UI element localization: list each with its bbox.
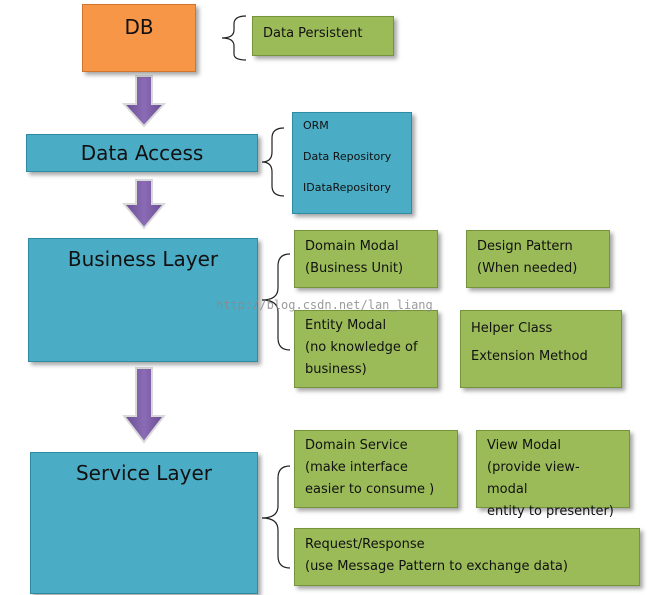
list-item: IDataRepository [303, 181, 391, 194]
db-label: DB [124, 15, 154, 39]
curly-brace [221, 15, 247, 61]
design-pattern-subtitle: (When needed) [477, 261, 578, 276]
watermark: http://blog.csdn.net/lan_liang [216, 298, 433, 312]
view-modal-note: View Modal (provide view-modal entity to… [476, 430, 630, 519]
business-layer-label: Business Layer [67, 247, 219, 271]
down-arrow [121, 367, 167, 444]
curly-brace [261, 253, 291, 351]
db-box: DB [82, 4, 196, 72]
domain-modal-subtitle: (Business Unit) [305, 261, 404, 276]
domain-service-note: Domain Service (make interface easier to… [294, 430, 458, 508]
data-access-items: ORM Data Repository IDataRepository [292, 112, 412, 214]
data-access-label: Data Access [80, 141, 204, 165]
list-item: Data Repository [303, 150, 392, 163]
request-response-note: Request/Response (use Message Pattern to… [294, 528, 640, 586]
view-modal-line-2: (provide view-modal [487, 460, 580, 497]
domain-service-line-2: (make interface [305, 460, 408, 475]
service-layer-box: Service Layer [30, 452, 258, 594]
domain-service-title: Domain Service [305, 438, 408, 453]
entity-modal-note: Entity Modal (no knowledge of business) [294, 310, 438, 388]
list-item: ORM [303, 119, 329, 132]
data-access-box: Data Access [26, 134, 258, 172]
entity-modal-line-3: business) [305, 362, 367, 377]
design-pattern-title: Design Pattern [477, 239, 573, 254]
data-persistent-label: Data Persistent [263, 26, 363, 41]
request-response-subtitle: (use Message Pattern to exchange data) [305, 559, 568, 574]
entity-modal-line-2: (no knowledge of [305, 340, 418, 355]
domain-modal-title: Domain Modal [305, 239, 399, 254]
view-modal-line-3: entity to presenter) [487, 504, 614, 519]
service-layer-label: Service Layer [75, 461, 213, 485]
curly-brace [261, 465, 291, 569]
domain-modal-note: Domain Modal (Business Unit) [294, 230, 438, 288]
domain-service-line-3: easier to consume ) [305, 482, 435, 497]
curly-brace [261, 127, 285, 197]
business-layer-box: Business Layer [28, 238, 258, 362]
request-response-title: Request/Response [305, 537, 425, 552]
design-pattern-note: Design Pattern (When needed) [466, 230, 610, 288]
view-modal-title: View Modal [487, 438, 561, 453]
extension-method-label: Extension Method [471, 349, 588, 364]
entity-modal-title: Entity Modal [305, 318, 387, 333]
down-arrow [121, 179, 167, 230]
helper-class-label: Helper Class [471, 321, 553, 336]
helper-class-note: Helper Class Extension Method [460, 310, 622, 388]
down-arrow [121, 75, 167, 128]
data-persistent-note: Data Persistent [252, 16, 394, 56]
